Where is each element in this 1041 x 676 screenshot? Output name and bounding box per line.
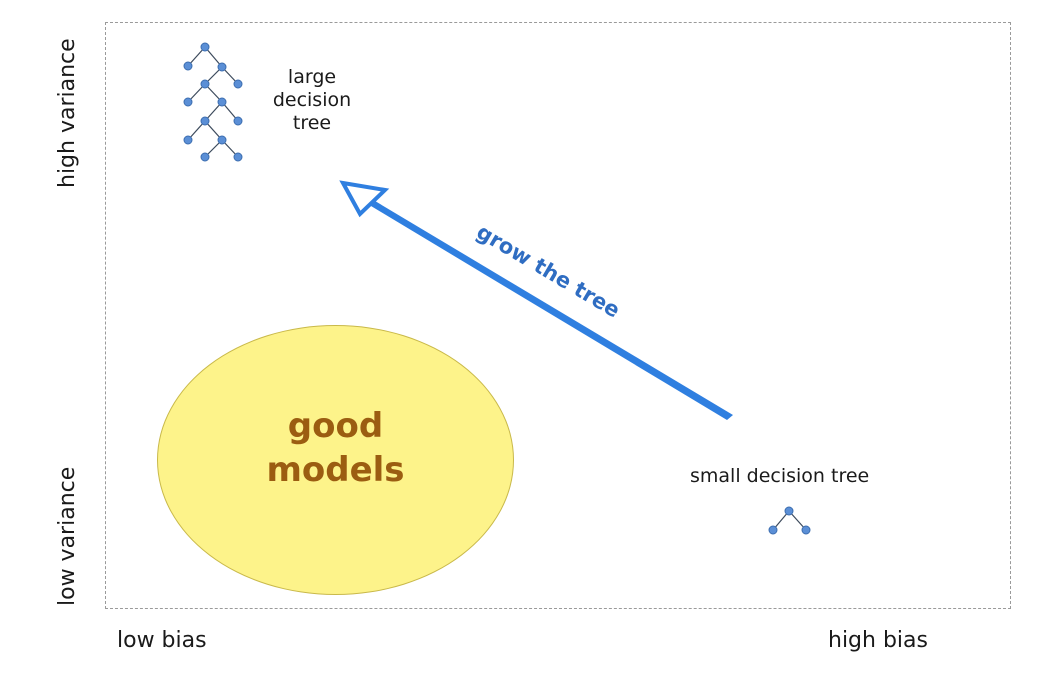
large-tree-nodes bbox=[183, 42, 243, 162]
grow-arrow bbox=[339, 180, 733, 420]
good-models-line1: good bbox=[287, 406, 384, 446]
good-models-region bbox=[157, 325, 514, 595]
large-tree-icon bbox=[187, 46, 239, 158]
large-tree-label-line3: tree bbox=[292, 112, 332, 134]
x-axis-high-label: high bias bbox=[828, 628, 928, 653]
small-tree-icon bbox=[768, 506, 811, 535]
x-axis-low-label: low bias bbox=[117, 628, 207, 653]
good-models-label: good models bbox=[157, 404, 514, 492]
large-tree-label-line1: large bbox=[287, 66, 337, 88]
small-tree-label: small decision tree bbox=[690, 465, 870, 487]
large-tree-label: large decision tree bbox=[262, 66, 362, 135]
plot-frame bbox=[105, 22, 1011, 609]
large-tree-label-line2: decision bbox=[272, 89, 352, 111]
good-models-line2: models bbox=[266, 450, 405, 490]
